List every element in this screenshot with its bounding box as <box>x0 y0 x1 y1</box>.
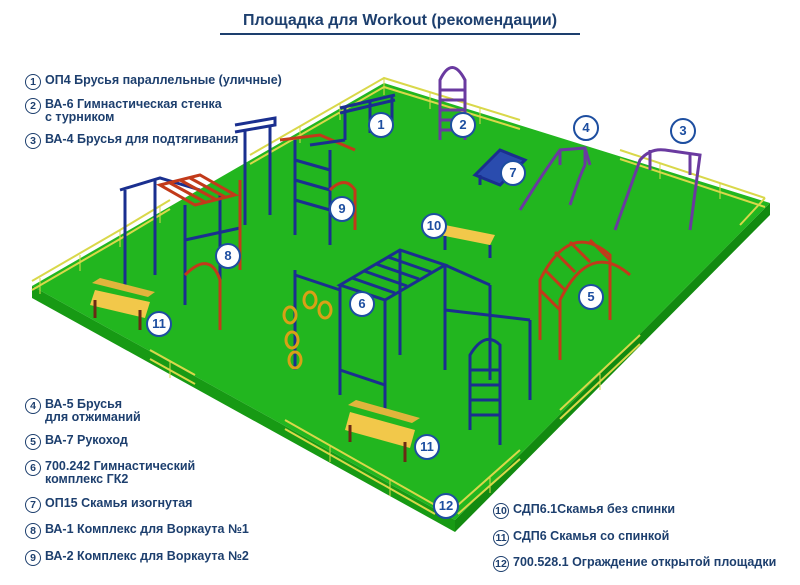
equipment-ladder <box>468 337 502 445</box>
legend-item-8: 8 ВА-1 Комплекс для Воркаута №1 <box>25 523 249 539</box>
equipment-pull-up-bars <box>613 148 702 231</box>
legend-number: 10 <box>493 503 509 519</box>
marker-6: 6 <box>349 291 375 317</box>
marker-11-center: 11 <box>414 434 440 460</box>
legend-label: ВА-2 Комплекс для Воркаута №2 <box>45 549 249 563</box>
legend-number: 5 <box>25 434 41 450</box>
marker-7: 7 <box>500 160 526 186</box>
legend-label: ВА-4 Брусья для подтягивания <box>45 132 239 146</box>
legend-number: 6 <box>25 460 41 476</box>
equipment-workout-complex-2 <box>234 116 357 245</box>
legend-item-1: 1 ОП4 Брусья параллельные (уличные) <box>25 74 282 90</box>
legend-item-12: 12 700.528.1 Ограждение открытой площадки <box>493 556 776 572</box>
equipment-gym-complex <box>336 248 532 410</box>
legend-item-10: 10 СДП6.1Скамья без спинки <box>493 503 675 519</box>
legend-number: 2 <box>25 98 41 114</box>
marker-12: 12 <box>433 493 459 519</box>
marker-2: 2 <box>450 112 476 138</box>
legend-number: 7 <box>25 497 41 513</box>
equipment-bench-with-back-left <box>90 278 155 330</box>
equipment-bench-no-back <box>440 225 495 258</box>
legend-label: ВА-5 Брусья для отжиманий <box>45 397 141 424</box>
fence-posts <box>39 79 721 496</box>
legend-label: ОП4 Брусья параллельные (уличные) <box>45 73 282 87</box>
legend-label: 700.242 Гимнастический комплекс ГК2 <box>45 459 196 486</box>
marker-4: 4 <box>573 115 599 141</box>
marker-10: 10 <box>421 213 447 239</box>
marker-3: 3 <box>670 118 696 144</box>
legend-number: 11 <box>493 530 509 546</box>
marker-9: 9 <box>329 196 355 222</box>
legend-number: 3 <box>25 133 41 149</box>
equipment-monkey-bars <box>538 238 631 360</box>
equipment-bench-with-back-center <box>345 400 420 462</box>
legend-label: ОП15 Скамья изогнутая <box>45 496 193 510</box>
legend-label: ВА-6 Гимнастическая стенка с турником <box>45 97 222 124</box>
page-title: Площадка для Workout (рекомендации) <box>220 12 580 35</box>
legend-number: 9 <box>25 550 41 566</box>
legend-item-9: 9 ВА-2 Комплекс для Воркаута №2 <box>25 550 249 566</box>
marker-1: 1 <box>368 112 394 138</box>
legend-label: СДП6 Скамья со спинкой <box>513 529 670 543</box>
legend-label: СДП6.1Скамья без спинки <box>513 502 676 516</box>
ground-edge-right <box>455 203 770 532</box>
legend-number: 4 <box>25 398 41 414</box>
legend-number: 8 <box>25 523 41 539</box>
legend-item-7: 7 ОП15 Скамья изогнутая <box>25 497 192 513</box>
legend-label: ВА-7 Рукоход <box>45 433 128 447</box>
legend-item-5: 5 ВА-7 Рукоход <box>25 434 128 450</box>
legend-number: 1 <box>25 74 41 90</box>
marker-5: 5 <box>578 284 604 310</box>
legend-number: 12 <box>493 556 509 572</box>
legend-item-3: 3 ВА-4 Брусья для подтягивания <box>25 133 238 149</box>
equipment-push-up-bars <box>518 146 592 211</box>
marker-8: 8 <box>215 243 241 269</box>
legend-label: 700.528.1 Ограждение открытой площадки <box>513 555 777 569</box>
legend-item-11: 11 СДП6 Скамья со спинкой <box>493 530 669 546</box>
marker-11-left: 11 <box>146 311 172 337</box>
equipment-rings <box>282 270 341 370</box>
ground-edge-left <box>32 286 455 532</box>
legend-label: ВА-1 Комплекс для Воркаута №1 <box>45 522 249 536</box>
